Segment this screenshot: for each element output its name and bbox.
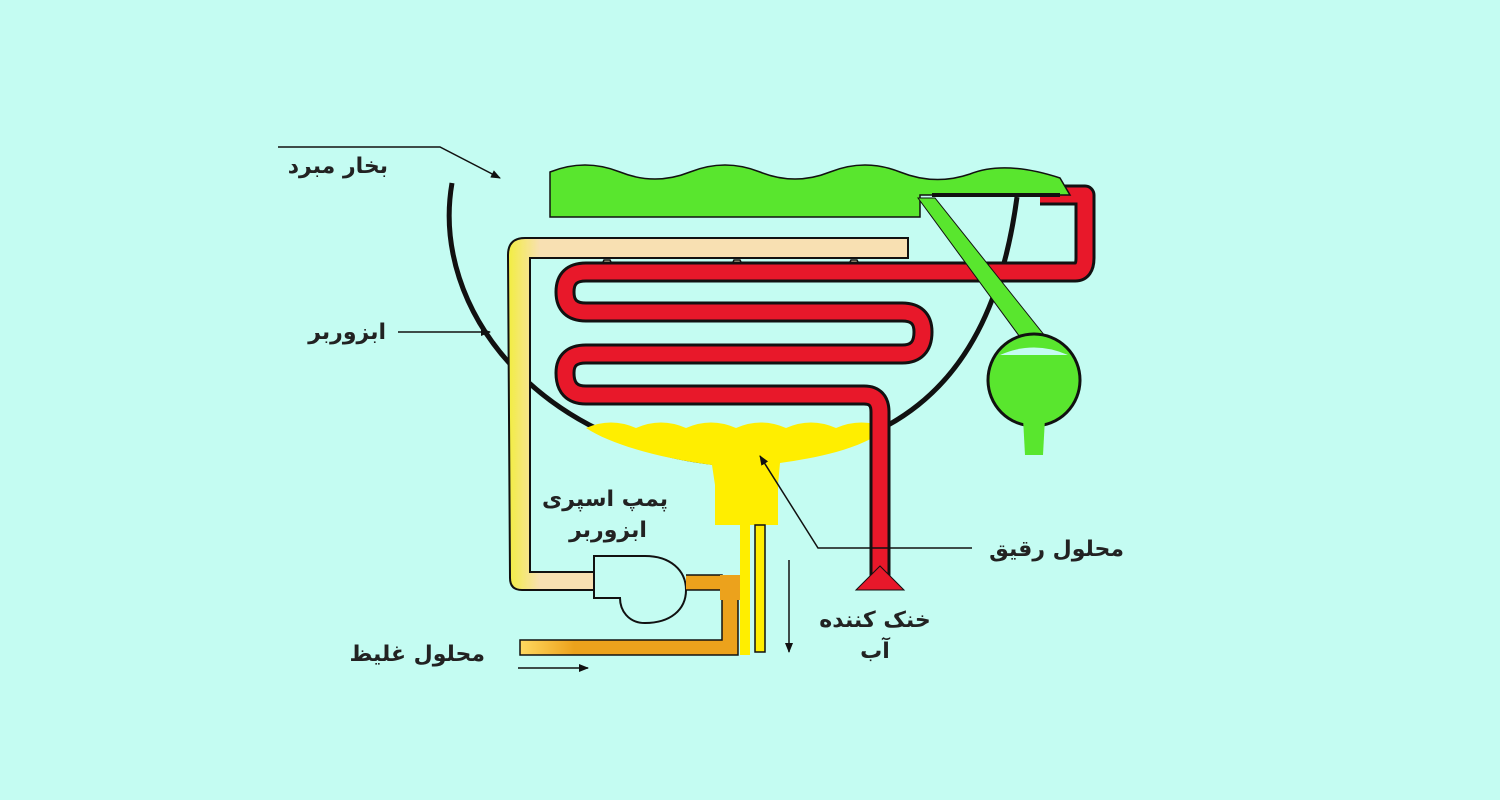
label-spray-pump-line1: پمپ اسپری bbox=[542, 487, 668, 512]
label-cooling-water: خنک کننده آب bbox=[810, 605, 940, 667]
label-refrigerant-vapor: بخار مبرد bbox=[287, 154, 388, 179]
dilute-solution-pool bbox=[586, 422, 888, 655]
label-absorber-spray-pump: پمپ اسپری ابزوربر bbox=[542, 484, 668, 546]
refrigerant-tray bbox=[549, 164, 1072, 218]
label-spray-pump-line2: ابزوربر bbox=[569, 518, 647, 543]
leader-dilute-solution bbox=[759, 455, 972, 549]
leader-refrigerant-vapor bbox=[278, 146, 501, 179]
label-strong-solution: محلول غلیظ bbox=[349, 642, 485, 667]
pump-to-line bbox=[686, 574, 723, 591]
spray-pump bbox=[593, 555, 688, 625]
spray-pipe-vertical bbox=[506, 237, 909, 591]
label-dilute-solution: محلول رقیق bbox=[989, 537, 1124, 562]
cooling-water-inlet bbox=[854, 565, 906, 591]
label-absorber: ابزوربر bbox=[308, 320, 386, 345]
dilute-solution-pipe bbox=[754, 524, 766, 653]
label-cooling-water-line2: آب bbox=[860, 639, 890, 664]
cooling-water-coil bbox=[554, 184, 1096, 582]
separator-drain bbox=[1023, 418, 1045, 455]
label-cooling-water-line1: خنک کننده bbox=[819, 608, 931, 633]
